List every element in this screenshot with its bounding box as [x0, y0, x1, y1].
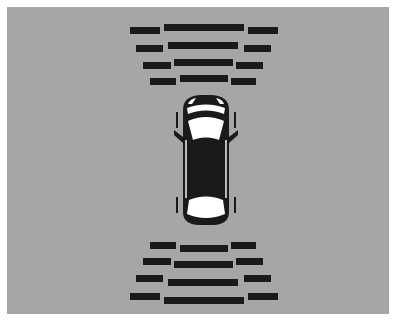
front-segment-right-row-4	[231, 78, 256, 85]
rear-segment-center-row-3	[168, 279, 238, 286]
front-segment-right-row-1	[248, 27, 278, 34]
car-windshield	[188, 117, 224, 140]
front-segment-left-row-3	[143, 62, 171, 69]
car-mirror-left	[174, 130, 183, 143]
rear-segment-center-row-2	[174, 261, 233, 268]
car-side-right-front	[234, 112, 236, 128]
rear-sensor-zones	[130, 242, 278, 304]
front-segment-left-row-1	[130, 27, 160, 34]
car-mirror-right	[229, 130, 238, 143]
front-segment-left-row-4	[150, 78, 176, 85]
rear-segment-right-row-4	[248, 293, 278, 300]
rear-segment-right-row-2	[236, 258, 263, 265]
rear-segment-right-row-3	[244, 275, 271, 282]
car-side-left-front	[176, 112, 178, 128]
front-segment-center-row-4	[180, 75, 228, 82]
rear-segment-center-row-4	[164, 297, 244, 304]
rear-segment-left-row-1	[150, 242, 176, 249]
front-segment-right-row-2	[244, 45, 271, 52]
front-segment-center-row-2	[168, 42, 238, 49]
front-sensor-zones	[130, 24, 278, 85]
car-side-right-rear	[234, 197, 236, 213]
front-segment-center-row-1	[164, 24, 244, 31]
front-segment-center-row-3	[174, 59, 233, 66]
front-segment-right-row-3	[236, 62, 263, 69]
rear-segment-right-row-1	[231, 242, 256, 249]
front-segment-left-row-2	[136, 45, 163, 52]
car-side-left-rear	[176, 197, 178, 213]
car-rear-window	[187, 197, 225, 219]
car-top-view-icon	[174, 95, 238, 225]
rear-segment-left-row-4	[130, 293, 160, 300]
rear-segment-left-row-3	[136, 275, 163, 282]
rear-segment-center-row-1	[180, 245, 228, 252]
rear-segment-left-row-2	[143, 258, 171, 265]
